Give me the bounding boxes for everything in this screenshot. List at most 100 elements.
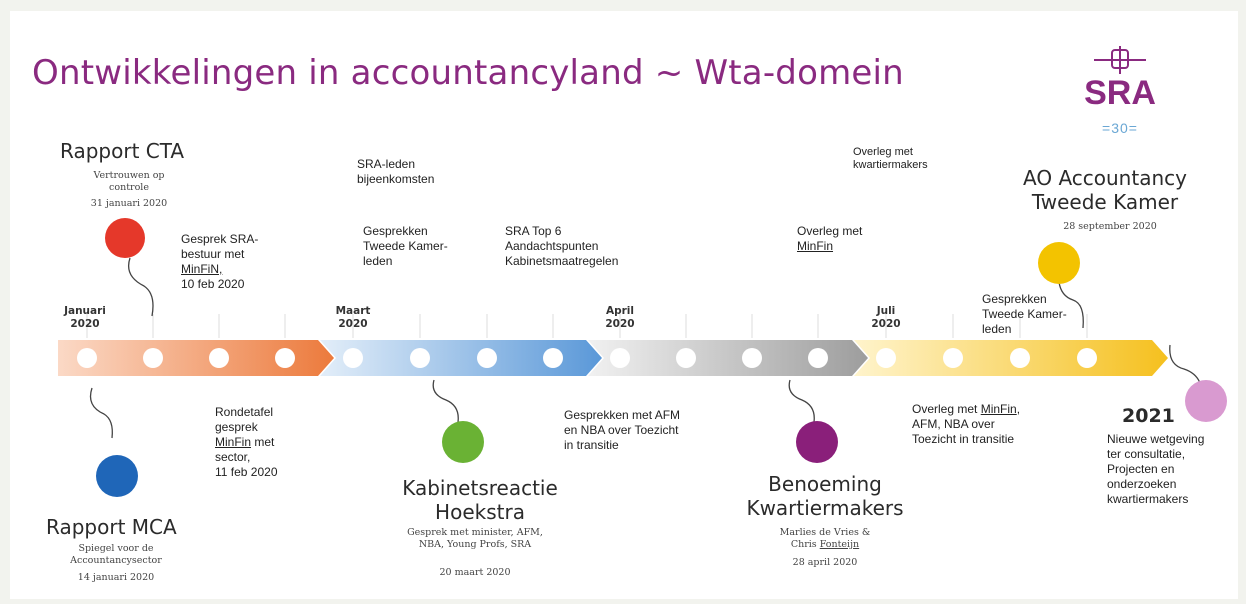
milestone-2021-marker [1185, 380, 1227, 422]
milestone-2021-title: 2021 [1122, 405, 1175, 427]
desc-line: Spiegel voor de [78, 543, 154, 554]
month-label: April [605, 305, 635, 317]
minfin-link[interactable]: MinFin [215, 435, 252, 449]
month-juli: Juli 2020 [856, 305, 916, 331]
desc-line: NBA, Young Profs, SRA [418, 539, 532, 550]
note-gesprekken-afm-nba: Gesprekken met AFM en NBA over Toezicht … [564, 408, 680, 453]
note-line: Gesprekken met AFM [564, 408, 681, 422]
timeline-segment-mar [320, 340, 602, 376]
month-label: Januari [64, 305, 106, 317]
month-label: Maart [335, 305, 371, 317]
month-year: 2020 [871, 318, 901, 330]
milestone-cta-title: Rapport CTA [60, 139, 185, 163]
note-gesprek-sra: Gesprek SRA- bestuur met MinFiN, 10 feb … [181, 232, 258, 292]
note-line: Aandachtspunten [505, 239, 599, 253]
milestone-kabinet-marker [442, 421, 484, 463]
milestone-ao-marker [1038, 242, 1080, 284]
note-line: Gesprekken [982, 292, 1047, 306]
milestone-ao-date: 28 september 2020 [1063, 221, 1157, 232]
month-year: 2020 [338, 318, 368, 330]
note-gesprekken-tk: Gesprekken Tweede Kamer- leden [363, 224, 448, 269]
minfin-link[interactable]: MinFin [980, 402, 1017, 416]
logo-emblem-icon [1094, 46, 1146, 74]
month-label: Juli [876, 305, 896, 317]
title-line: Benoeming [768, 472, 882, 496]
note-line: leden [982, 322, 1012, 336]
note-line: Gesprekken [363, 224, 428, 238]
desc-line: Nieuwe wetgeving [1107, 432, 1205, 446]
milestone-date: 31 januari 2020 [90, 198, 168, 209]
note-line: Toezicht in transitie [912, 432, 1015, 446]
desc-line: ter consultatie, [1107, 447, 1186, 461]
milestone-benoeming-title: Benoeming Kwartiermakers [730, 472, 920, 520]
milestone-cta-marker [105, 218, 145, 258]
desc-line: Accountancysector [70, 555, 162, 566]
desc-line: Vertrouwen op [93, 170, 165, 181]
note-line: Overleg met [797, 224, 863, 238]
title-line: Tweede Kamer [1031, 190, 1179, 214]
note-line: Rondetafel [215, 405, 274, 419]
note-line: gesprek [215, 420, 258, 434]
note-line: in transitie [564, 438, 619, 452]
note-line: Tweede Kamer- [982, 307, 1067, 321]
note-overleg-kwartiermakers: Overleg met kwartiermakers [853, 146, 928, 172]
note-line: Tweede Kamer- [363, 239, 448, 253]
note-line: 10 feb 2020 [181, 277, 245, 291]
milestone-ao-title: AO Accountancy Tweede Kamer [1010, 166, 1200, 214]
desc-line: controle [109, 182, 149, 193]
sra-logo: SRA =30= [1072, 44, 1168, 144]
milestone-benoeming-desc: Marlies de Vries & Chris Fonteijn 28 apr… [755, 527, 895, 569]
note-line: sector, [215, 450, 251, 464]
month-year: 2020 [70, 318, 100, 330]
desc-line: Chris Fonteijn [755, 539, 895, 551]
milestone-benoeming-marker [796, 421, 838, 463]
note-sra-leden: SRA-leden bijeenkomsten [357, 157, 434, 187]
note-line: Overleg met [853, 146, 913, 158]
note-line: Gesprek SRA- [181, 232, 259, 246]
title-line: Kabinetsreactie [402, 476, 558, 500]
desc-line: Marlies de Vries & [779, 527, 871, 538]
note-line: bijeenkomsten [357, 172, 435, 186]
minfin-link[interactable]: MinFiN, [181, 262, 223, 276]
note-text: , [1016, 402, 1021, 416]
note-line: MinFin met [215, 435, 278, 450]
note-line: AFM, NBA over [912, 417, 995, 431]
person-link[interactable]: Fonteijn [819, 539, 860, 550]
timeline-segment-apr [588, 340, 868, 376]
title-line: Hoekstra [435, 500, 525, 524]
milestone-kabinet-title: Kabinetsreactie Hoekstra [380, 476, 580, 524]
milestone-mca-marker [96, 455, 138, 497]
logo-text: SRA [1084, 74, 1156, 112]
note-line: SRA-leden [357, 157, 416, 171]
note-line: SRA Top 6 [505, 224, 562, 238]
note-line: leden [363, 254, 393, 268]
note-line: 11 feb 2020 [215, 465, 278, 479]
logo-anniversary: =30= [1102, 120, 1138, 136]
note-line: bestuur met [181, 247, 245, 261]
minfin-link[interactable]: MinFin [797, 239, 834, 253]
milestone-kabinet-desc: Gesprek met minister, AFM, NBA, Young Pr… [375, 527, 575, 579]
timeline-ticks [86, 314, 1088, 338]
desc-line: Gesprek met minister, AFM, [407, 527, 543, 538]
note-line: Kabinetsmaatregelen [505, 254, 619, 268]
desc-line: Projecten en [1107, 462, 1175, 476]
note-line: kwartiermakers [853, 159, 928, 171]
note-text: met [251, 435, 275, 449]
month-april: April 2020 [590, 305, 650, 331]
note-line: Overleg met MinFin, [912, 402, 1020, 417]
desc-line: onderzoeken [1107, 477, 1177, 491]
month-maart: Maart 2020 [323, 305, 383, 331]
title-line: AO Accountancy [1023, 166, 1187, 190]
milestone-mca-title: Rapport MCA [46, 515, 177, 539]
note-overleg-afm-nba: Overleg met MinFin, AFM, NBA over Toezic… [912, 402, 1020, 447]
milestone-date: 28 april 2020 [792, 557, 858, 568]
month-januari: Januari 2020 [55, 305, 115, 331]
milestone-date: 20 maart 2020 [439, 567, 511, 578]
desc-text: Chris [790, 539, 820, 550]
connector-lines [89, 257, 1201, 439]
slide [10, 11, 1238, 599]
title-line: Kwartiermakers [746, 496, 904, 520]
note-gesprekken-tk-2: Gesprekken Tweede Kamer- leden [982, 292, 1067, 337]
timeline-dots [77, 348, 1097, 368]
